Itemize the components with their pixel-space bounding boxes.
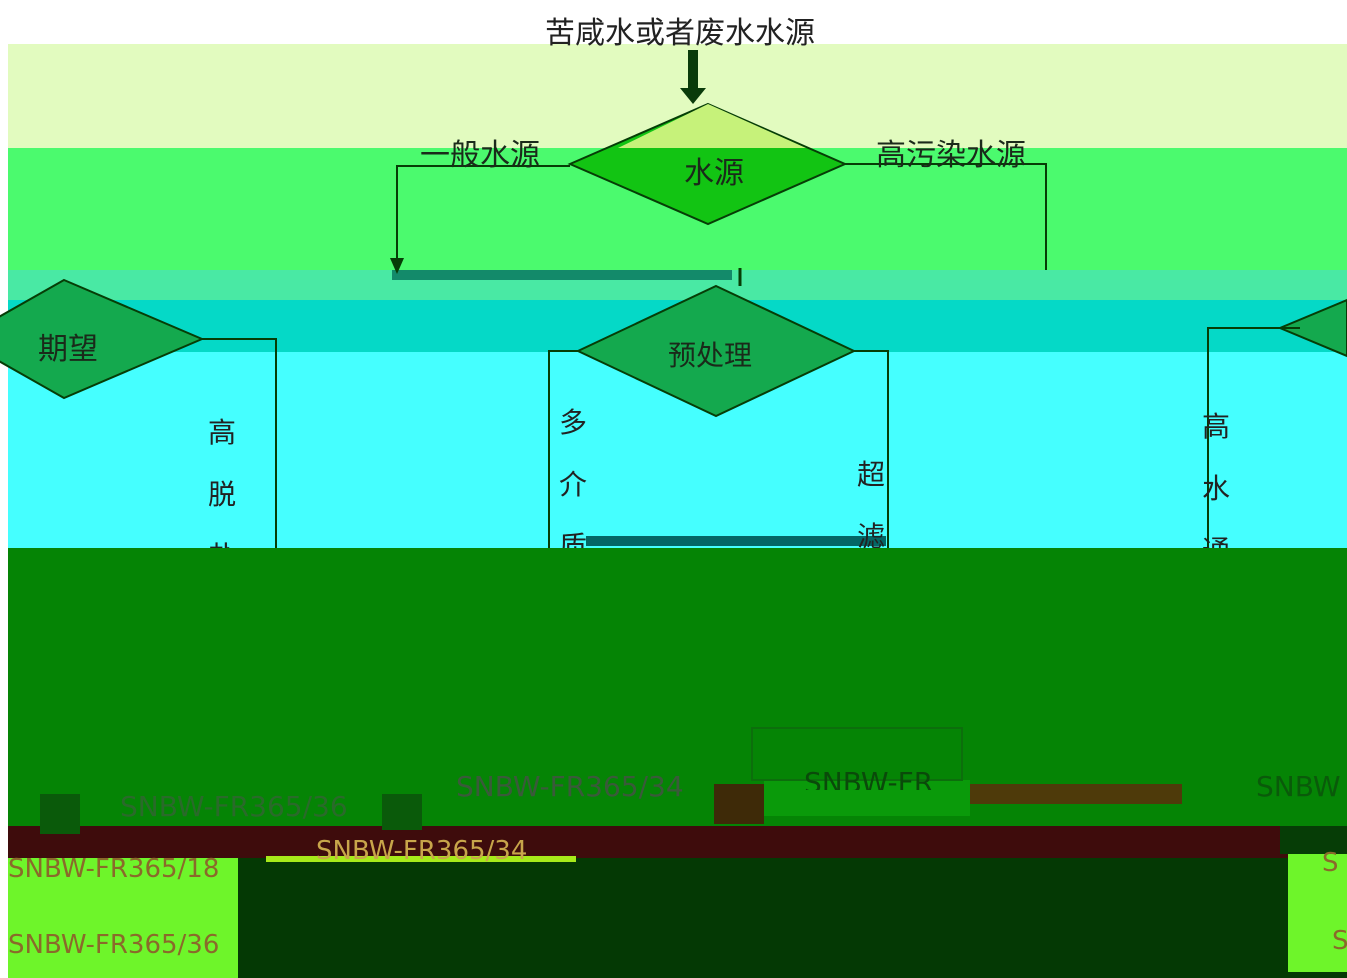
decision-main-diamond: [567, 102, 848, 226]
decision-center-label: 预处理: [668, 339, 753, 372]
block: [266, 856, 576, 862]
branch-right-line: [845, 163, 1047, 270]
decision-center-diamond: [575, 284, 857, 418]
main-arrow-shaft: [688, 50, 698, 92]
block: [1288, 852, 1347, 972]
branch-left-label: 一般水源: [420, 138, 540, 173]
decision-main-top: [618, 104, 806, 148]
decision-main-label: 水源: [684, 156, 744, 191]
block: [764, 780, 970, 816]
model-code-center: SNBW-FR365/34: [456, 770, 684, 802]
block: [970, 784, 1182, 804]
decision-left-diamond: [0, 278, 205, 400]
right-branch-line: [1207, 327, 1300, 548]
background-band: [8, 826, 1347, 858]
decision-left-label: 期望: [38, 332, 98, 367]
block: [714, 784, 764, 824]
model-code-low-center: SNBW-FR365/34: [316, 836, 528, 866]
decision-right-diamond: [1277, 298, 1347, 358]
model-code-low-right-2: S: [1332, 926, 1347, 956]
process-box-mid: [751, 727, 963, 781]
model-code-low-right-1: S: [1322, 848, 1339, 878]
background-band: [8, 548, 1347, 826]
center-right-line: [854, 350, 889, 548]
right-vertical-label: 高水通: [1201, 410, 1230, 548]
model-code-low-left-1: SNBW-FR365/18: [8, 854, 220, 884]
block: [1280, 826, 1347, 854]
diagram-title: 苦咸水或者废水水源: [545, 16, 815, 51]
left-vertical-label: 高脱盐: [207, 416, 236, 548]
branch-right-label: 高污染水源: [876, 138, 1026, 173]
center-left-line: [548, 350, 578, 548]
center-left-vertical-label: 多介质: [558, 406, 587, 548]
block: [8, 858, 238, 978]
block: [392, 270, 732, 280]
model-code-left: SNBW-FR365/36: [120, 790, 348, 823]
block: [382, 794, 422, 830]
center-right-vertical-label: 超滤: [856, 458, 885, 548]
model-code-box: SNBW-FR: [804, 766, 934, 790]
model-code-right: SNBW: [1256, 770, 1341, 800]
branch-left-arrow: [390, 258, 404, 274]
left-branch-line: [202, 338, 277, 548]
branch-left-line: [396, 165, 570, 266]
model-code-low-left-2: SNBW-FR365/36: [8, 930, 220, 960]
block: [586, 536, 886, 546]
block: [40, 794, 80, 834]
main-arrow-head: [680, 88, 706, 104]
